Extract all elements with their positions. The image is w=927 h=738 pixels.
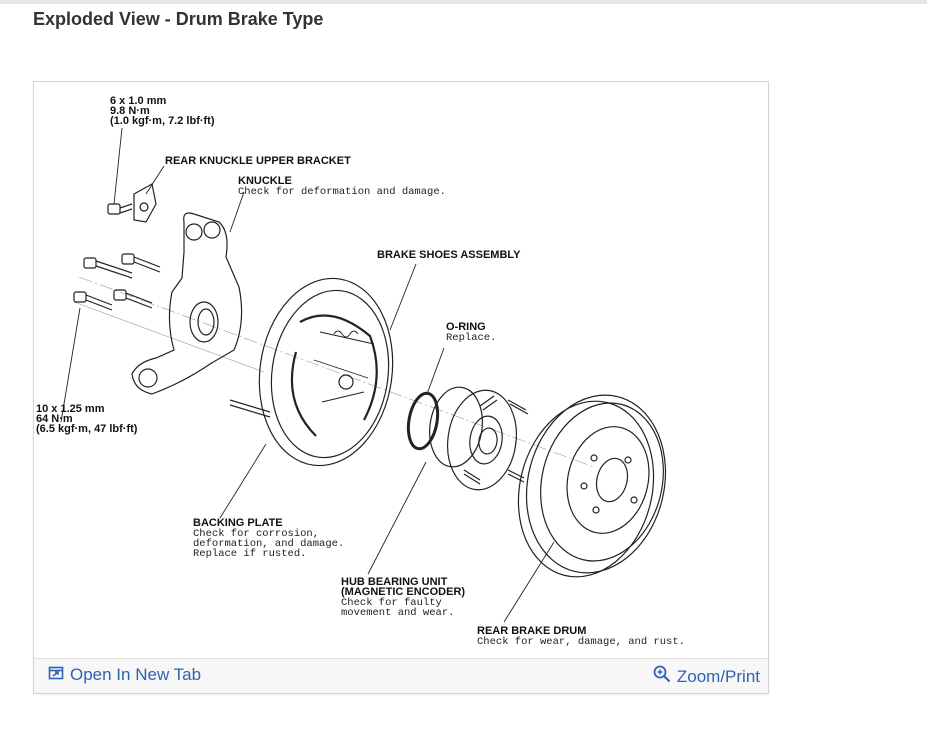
knuckle-bolt bbox=[83, 257, 133, 279]
open-in-new-tab-label: Open In New Tab bbox=[70, 665, 202, 684]
o-ring bbox=[406, 391, 440, 451]
torque-large-line-3: (6.5 kgf·m, 47 lbf·ft) bbox=[36, 423, 138, 435]
hub-bearing-note-2: movement and wear. bbox=[341, 607, 454, 619]
knuckle-body bbox=[131, 212, 243, 395]
torque-small-line-1: 6 x 1.0 mm bbox=[110, 95, 166, 107]
backing-plate-note-1: Check for corrosion, bbox=[193, 528, 319, 540]
top-divider bbox=[0, 0, 927, 4]
hub-bearing-note-1: Check for faulty bbox=[341, 597, 442, 609]
torque-small-line-2: 9.8 N·m bbox=[110, 105, 150, 117]
hub-bearing-label-1: HUB BEARING UNIT bbox=[341, 576, 448, 588]
drum-note: Check for wear, damage, and rust. bbox=[477, 636, 685, 648]
knuckle-label: KNUCKLE bbox=[238, 175, 292, 187]
brake-drum bbox=[517, 394, 667, 578]
upper-bracket bbox=[133, 183, 157, 223]
backing-plate-note-3: Replace if rusted. bbox=[193, 548, 306, 560]
zoom-print-link[interactable]: Zoom/Print bbox=[653, 665, 760, 688]
brake-shoe bbox=[299, 314, 378, 421]
zoom-in-icon bbox=[653, 665, 671, 688]
hub-bearing-label-2: (MAGNETIC ENCODER) bbox=[341, 586, 465, 598]
page-title: Exploded View - Drum Brake Type bbox=[33, 9, 324, 29]
o-ring-label: O-RING bbox=[446, 321, 486, 333]
knuckle-note: Check for deformation and damage. bbox=[238, 186, 446, 198]
figure-card: 6 x 1.0 mm 9.8 N·m (1.0 kgf·m, 7.2 lbf·f… bbox=[33, 81, 769, 694]
open-in-new-tab-icon bbox=[48, 665, 64, 685]
exploded-view-diagram[interactable]: 6 x 1.0 mm 9.8 N·m (1.0 kgf·m, 7.2 lbf·f… bbox=[34, 82, 768, 660]
figure-footer: Open In New Tab Zoom/Print bbox=[34, 658, 768, 693]
torque-large-line-1: 10 x 1.25 mm bbox=[36, 403, 105, 415]
backing-plate-label: BACKING PLATE bbox=[193, 517, 283, 529]
o-ring-note: Replace. bbox=[446, 332, 496, 344]
hub-bearing bbox=[429, 386, 529, 491]
bracket-label: REAR KNUCKLE UPPER BRACKET bbox=[165, 155, 351, 167]
small-bolt bbox=[107, 203, 133, 215]
drum-label: REAR BRAKE DRUM bbox=[477, 625, 586, 637]
torque-small-line-3: (1.0 kgf·m, 7.2 lbf·ft) bbox=[110, 115, 215, 127]
knuckle-bolt bbox=[113, 289, 153, 309]
knuckle-bolt bbox=[121, 253, 161, 273]
brake-shoe bbox=[290, 351, 317, 437]
brake-shoes-label: BRAKE SHOES ASSEMBLY bbox=[377, 249, 521, 261]
zoom-print-label: Zoom/Print bbox=[676, 666, 760, 686]
torque-large-line-2: 64 N·m bbox=[36, 413, 73, 425]
knuckle-bolt bbox=[73, 291, 113, 311]
open-in-new-tab-link[interactable]: Open In New Tab bbox=[48, 665, 201, 685]
backing-plate bbox=[258, 277, 394, 467]
backing-plate-note-2: deformation, and damage. bbox=[193, 538, 344, 550]
